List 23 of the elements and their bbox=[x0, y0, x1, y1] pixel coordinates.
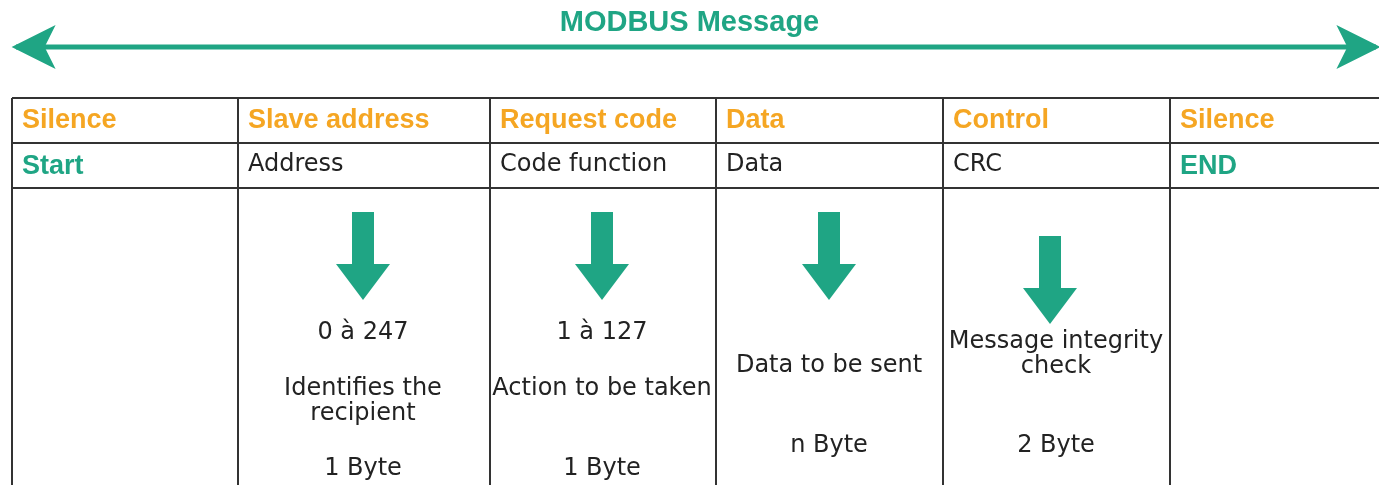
diagram-title: MODBUS Message bbox=[558, 6, 821, 37]
description: Identifies the recipient bbox=[283, 375, 443, 426]
byte-size: 1 Byte bbox=[323, 455, 403, 481]
column-header: Slave address bbox=[248, 105, 431, 134]
field-name: END bbox=[1180, 151, 1238, 180]
column-header: Silence bbox=[22, 105, 118, 134]
column-header: Control bbox=[953, 105, 1050, 134]
value-range: 1 à 127 bbox=[555, 319, 649, 345]
field-name: Data bbox=[726, 151, 785, 177]
byte-size: 2 Byte bbox=[1016, 432, 1096, 458]
column-header: Data bbox=[726, 105, 786, 134]
byte-size: n Byte bbox=[789, 432, 869, 458]
field-name: Start bbox=[22, 151, 85, 180]
byte-size: 1 Byte bbox=[562, 455, 642, 481]
field-name: Address bbox=[248, 151, 345, 177]
description: Data to be sent bbox=[734, 352, 924, 378]
description: Action to be taken bbox=[492, 375, 712, 401]
field-name: Code function bbox=[500, 151, 669, 177]
description: Message integrity check bbox=[947, 328, 1165, 379]
value-range: 0 à 247 bbox=[316, 319, 410, 345]
column-header: Silence bbox=[1180, 105, 1276, 134]
field-name: CRC bbox=[953, 151, 1003, 177]
column-header: Request code bbox=[500, 105, 679, 134]
